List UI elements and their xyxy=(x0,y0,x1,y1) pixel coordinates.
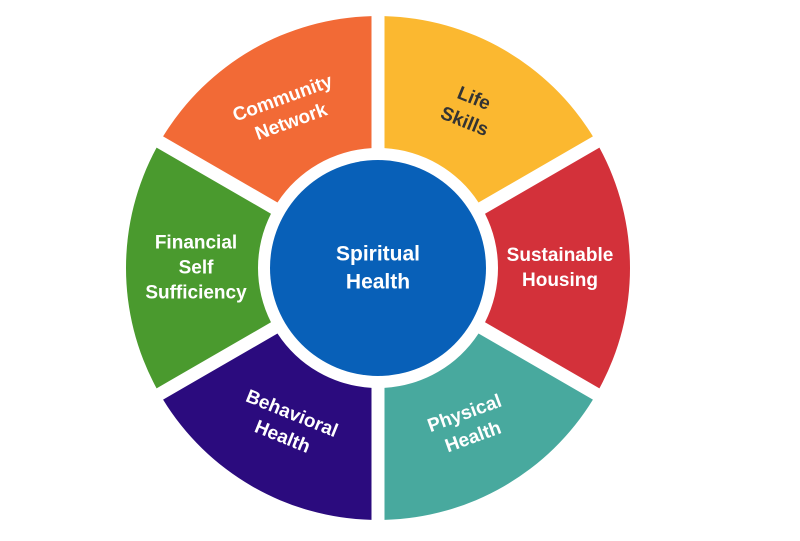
segment-behavioral-health xyxy=(163,333,372,520)
wheel-segments xyxy=(125,16,630,520)
segment-label-line: Housing xyxy=(522,270,598,291)
center-circle xyxy=(270,160,486,376)
segment-label-line: Sufficiency xyxy=(145,283,247,304)
center-label-line: Health xyxy=(346,271,410,294)
segment-label-line: Self xyxy=(179,258,215,279)
segment-financial-self-sufficiency xyxy=(125,147,271,389)
center-label-line: Spiritual xyxy=(336,243,420,266)
segment-label-line: Financial xyxy=(155,233,237,254)
segment-life-skills xyxy=(384,16,593,203)
segment-physical-health xyxy=(384,333,593,520)
segment-label-line: Sustainable xyxy=(507,245,614,266)
segment-community-network xyxy=(163,16,372,203)
segment-sustainable-housing xyxy=(485,147,630,389)
